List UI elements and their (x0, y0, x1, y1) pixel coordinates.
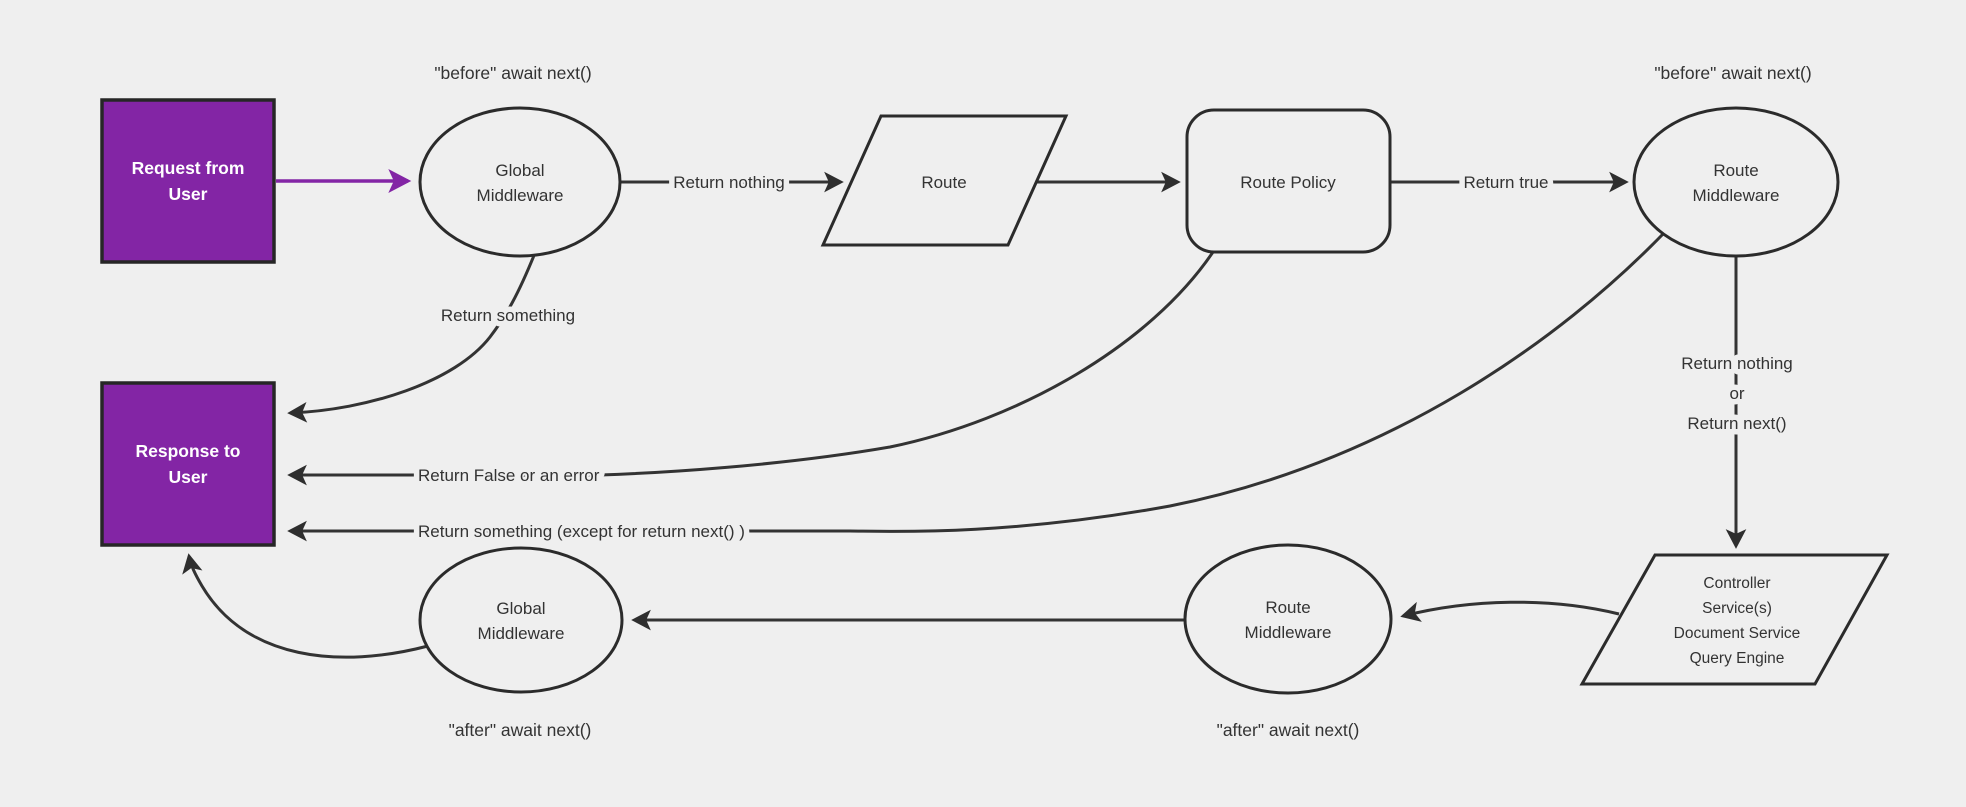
node-global-middleware-bottom: Global Middleware (418, 546, 624, 694)
global-middleware-top-line2: Middleware (477, 186, 564, 205)
controller-line2: Service(s) (1702, 600, 1772, 617)
controller-line4: Query Engine (1690, 650, 1785, 667)
label-before-await-right: "before" await next() (1654, 63, 1811, 83)
nodes: Request from User Response to User Globa… (100, 98, 1890, 695)
route-shape (820, 114, 1069, 247)
node-request-from-user: Request from User (100, 98, 276, 264)
response-box-label-line1: Response to (135, 441, 240, 461)
route-middleware-top-line1: Route (1713, 161, 1758, 180)
request-box-shape (100, 98, 276, 264)
route-middleware-bottom-line2: Middleware (1245, 623, 1332, 642)
edge-route-policy-return-false (287, 251, 1215, 486)
controller-line1: Controller (1703, 575, 1770, 592)
route-policy-label: Route Policy (1240, 173, 1336, 192)
label-return-something-except: Return something (except for return next… (418, 522, 745, 541)
global-middleware-bottom-line2: Middleware (478, 624, 565, 643)
request-box-label-line1: Request from (132, 158, 245, 178)
global-middleware-top-shape (418, 106, 622, 258)
node-response-to-user: Response to User (100, 381, 276, 547)
global-middleware-top-line1: Global (495, 161, 544, 180)
node-controller-services: Controller Service(s) Document Service Q… (1579, 553, 1890, 686)
label-return-something: Return something (441, 306, 575, 325)
label-after-await-right: "after" await next() (1217, 720, 1360, 740)
label-return-true: Return true (1463, 173, 1548, 192)
node-route-middleware-top: Route Middleware (1632, 106, 1840, 258)
global-middleware-bottom-shape (418, 546, 624, 694)
edge-route-middleware-return-something (287, 232, 1665, 542)
labels: "before" await next() "before" await nex… (413, 63, 1812, 740)
controller-shape (1579, 553, 1890, 686)
label-return-nothing: Return nothing (673, 173, 785, 192)
node-global-middleware-top: Global Middleware (418, 106, 622, 258)
node-route-middleware-bottom: Route Middleware (1183, 543, 1393, 695)
label-after-await-left: "after" await next() (449, 720, 592, 740)
edges (182, 168, 1747, 659)
route-middleware-top-shape (1632, 106, 1840, 258)
response-box-label-line2: User (169, 467, 208, 487)
label-before-await-left: "before" await next() (434, 63, 591, 83)
edge-controller-to-route-middleware (1400, 600, 1620, 622)
label-return-nothing-or-line1: Return nothing (1681, 354, 1793, 373)
route-middleware-bottom-shape (1183, 543, 1393, 695)
controller-line3: Document Service (1674, 625, 1801, 642)
route-label: Route (921, 173, 966, 192)
node-route-policy: Route Policy (1185, 108, 1392, 254)
route-middleware-bottom-line1: Route (1265, 598, 1310, 617)
route-policy-shape (1185, 108, 1392, 254)
label-return-nothing-or-line2: or (1729, 384, 1744, 403)
route-middleware-top-line2: Middleware (1693, 186, 1780, 205)
edge-global-middleware-return-something (287, 252, 537, 423)
global-middleware-bottom-line1: Global (496, 599, 545, 618)
response-box-shape (100, 381, 276, 547)
label-return-nothing-or-line3: Return next() (1687, 414, 1786, 433)
label-return-false-or-error: Return False or an error (418, 466, 600, 485)
node-route: Route (820, 114, 1069, 247)
request-box-label-line2: User (169, 184, 208, 204)
edge-global-middleware-to-response (182, 553, 429, 659)
